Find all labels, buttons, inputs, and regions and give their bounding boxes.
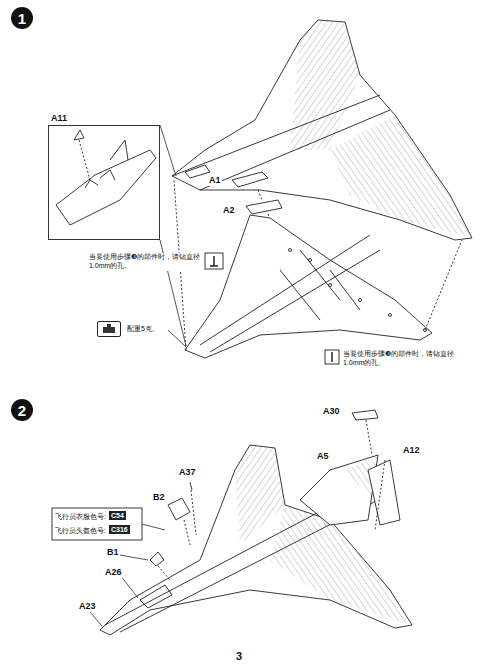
part-number: A2 [222, 206, 236, 216]
part-number: A12 [402, 446, 421, 456]
color-note: 飞行员衣服色号: [55, 512, 106, 521]
step-number: 2 [11, 399, 33, 421]
weight-icon [97, 321, 121, 337]
step-number: 1 [11, 7, 33, 29]
upper-wing [172, 20, 472, 240]
node-text: 配重5克。 [127, 324, 159, 334]
part-number: A23 [78, 602, 97, 612]
drill-note: 当要使用步骤❸的部件时，请钻直径1.0mm的孔。 [88, 253, 204, 271]
assembled-plane [100, 445, 412, 635]
part-number: B2 [152, 493, 166, 503]
part-number: A30 [322, 407, 341, 417]
node-text: A11 [51, 113, 67, 123]
drill-note: 当要使用步骤❸的部件时，请钻直径1.0mm的孔。 [342, 350, 462, 368]
detail-inset: A11 [48, 125, 160, 240]
step-digit: 1 [18, 10, 26, 27]
part-number: A1 [208, 176, 222, 186]
part-number: B1 [106, 548, 120, 558]
step-digit: 2 [18, 402, 26, 419]
color-note: 飞行员头盔色号: [55, 526, 106, 535]
page-number: 3 [236, 650, 242, 662]
part-number: A5 [316, 452, 330, 462]
part-number: A26 [104, 568, 123, 578]
lower-wing [185, 215, 432, 358]
part-number: A37 [178, 468, 197, 478]
weight-note-box: 配重5克。 [93, 318, 173, 340]
weight-symbol [102, 324, 116, 334]
color-code: C316 [109, 525, 130, 534]
color-code: C54 [109, 511, 126, 520]
